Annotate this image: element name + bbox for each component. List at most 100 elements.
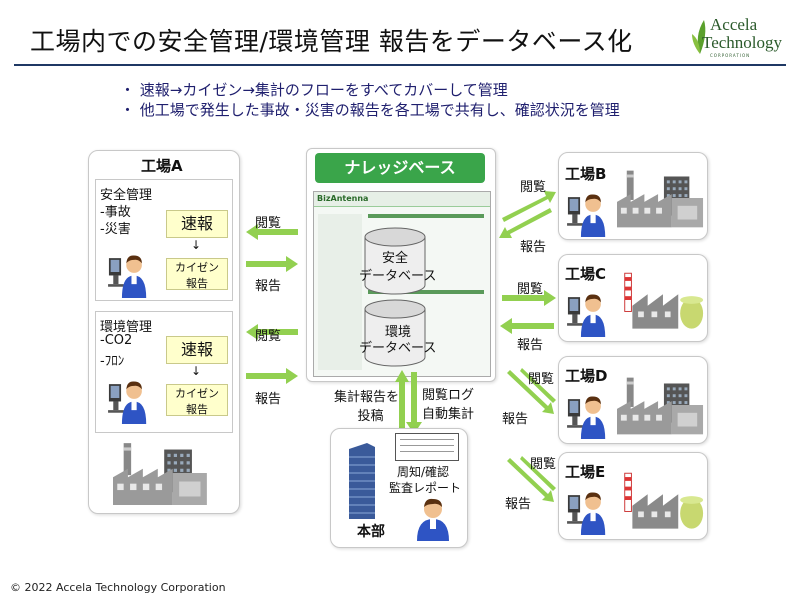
- arrow-left-2: [246, 324, 298, 340]
- app-green-bar-2: [368, 290, 484, 294]
- d-browse-label: 閲覧: [528, 372, 555, 387]
- post-label-line1: 集計報告を: [334, 390, 400, 405]
- arrow-up: [395, 370, 409, 434]
- env-down-arrow: ↓: [191, 364, 202, 378]
- env-item-co2: -CO2: [100, 333, 133, 348]
- knowledge-base-panel: ナレッジベース BizAntenna 安全 データベース 環境 データベース: [306, 148, 496, 382]
- c-browse-label: 閲覧: [517, 282, 544, 297]
- bullet-1: ・ 速報→カイゼン→集計のフローをすべてカバーして管理: [120, 81, 508, 99]
- e-browse-label: 閲覧: [530, 457, 557, 472]
- hq-panel: 周知/確認 監査レポート 本部: [330, 428, 468, 548]
- factory-a-name: 工場A: [141, 157, 183, 175]
- arrow-to-d: [507, 370, 554, 414]
- e-report-label: 報告: [505, 497, 532, 512]
- hq-person-icon: [417, 498, 449, 541]
- factory-b-panel: 工場B: [558, 152, 708, 240]
- app-sidebar: [318, 214, 362, 370]
- hq-name: 本部: [357, 524, 385, 540]
- d-report-label: 報告: [502, 412, 529, 427]
- logo-line2: Technology: [702, 33, 783, 52]
- safety-kaizen-box: カイゼン 報告: [166, 258, 228, 290]
- env-db-line2: データベース: [359, 341, 437, 356]
- safety-db-label: 安全: [375, 247, 415, 266]
- building-icon: [349, 443, 375, 519]
- env-db-line1: 環境: [385, 325, 412, 340]
- safety-heading: 安全管理: [100, 188, 153, 203]
- doc-label-line1: 周知/確認: [397, 465, 450, 479]
- factory-c-name: 工場C: [565, 265, 607, 283]
- factory-d-panel: 工場D: [558, 356, 708, 444]
- bullet-2: ・ 他工場で発生した事故・災害の報告を各工場で共有し、確認状況を管理: [120, 101, 620, 119]
- arrow-from-d: [520, 368, 556, 403]
- app-green-bar-1: [368, 214, 484, 218]
- factory-e-name: 工場E: [565, 463, 606, 481]
- b-browse-label: 閲覧: [520, 180, 547, 195]
- hq-arrows: [395, 370, 422, 434]
- log-label-line1: 閲覧ログ: [422, 388, 475, 403]
- arrow-to-e: [507, 458, 554, 502]
- factory-e-person-icon: [565, 483, 609, 535]
- safety-kaizen-line1: カイゼン: [175, 261, 219, 274]
- factory-d-icon: [617, 373, 705, 437]
- safety-db-line1: 安全: [381, 251, 408, 266]
- arrow-from-e: [520, 456, 556, 491]
- arrow-down: [406, 372, 422, 434]
- post-label: 集計報告を 投稿: [334, 386, 399, 424]
- report-document-icon: [395, 433, 459, 461]
- leaf-icon: [692, 20, 706, 54]
- arrow-from-b: [499, 208, 552, 238]
- b-report-label: 報告: [520, 240, 547, 255]
- company-logo: Accela Technology CORPORATION: [688, 14, 788, 60]
- env-sokuho-box: 速報: [166, 336, 228, 364]
- log-label: 閲覧ログ 自動集計: [422, 384, 474, 422]
- factory-e-panel: 工場E: [558, 452, 708, 540]
- safety-down-arrow: ↓: [191, 238, 202, 252]
- copyright: © 2022 Accela Technology Corporation: [10, 581, 226, 594]
- env-heading: 環境管理: [100, 320, 153, 335]
- safety-kaizen-line2: 報告: [186, 277, 208, 290]
- safety-person-icon: [106, 246, 150, 298]
- c-report-label: 報告: [517, 338, 544, 353]
- factory-b-person-icon: [565, 185, 609, 237]
- factory-c-person-icon: [565, 285, 609, 337]
- env-person-icon: [106, 372, 150, 424]
- env-kaizen-line2: 報告: [186, 403, 208, 416]
- a-browse-label-2: 閲覧: [255, 329, 282, 344]
- arrow-to-b: [502, 191, 556, 222]
- arrow-right-2: [246, 368, 298, 384]
- safety-db-line2: データベース: [359, 269, 437, 284]
- a-report-label-1: 報告: [255, 279, 282, 294]
- arrow-from-c: [500, 318, 554, 334]
- factory-a-panel: 工場A 安全管理 -事故 -災害 速報 ↓ カイゼン 報告 環境管理 -CO2 …: [88, 150, 240, 514]
- app-screenshot: BizAntenna: [313, 191, 491, 377]
- factory-c-panel: 工場C: [558, 254, 708, 342]
- safety-db-icon: [364, 227, 426, 295]
- a-report-label-2: 報告: [255, 392, 282, 407]
- env-db-icon: [364, 299, 426, 367]
- knowledge-base-title: ナレッジベース: [315, 153, 485, 183]
- env-kaizen-box: カイゼン 報告: [166, 384, 228, 416]
- arrow-left-1: [246, 224, 298, 240]
- factory-c-icon: [619, 267, 705, 333]
- env-item-freon: -ﾌﾛﾝ: [100, 354, 125, 369]
- env-section: 環境管理 -CO2 -ﾌﾛﾝ 速報 ↓ カイゼン 報告: [95, 311, 233, 433]
- page-title: 工場内での安全管理/環境管理 報告をデータベース化: [30, 27, 633, 56]
- logo-line1: Accela: [710, 15, 758, 34]
- app-header-bar: [314, 192, 490, 207]
- log-label-line2: 自動集計: [422, 407, 475, 422]
- factory-d-person-icon: [565, 387, 609, 439]
- safety-section: 安全管理 -事故 -災害 速報 ↓ カイゼン 報告: [95, 179, 233, 301]
- arrow-to-c: [502, 290, 556, 306]
- factory-b-icon: [617, 165, 705, 231]
- safety-sokuho-box: 速報: [166, 210, 228, 238]
- doc-label-line2: 監査レポート: [389, 481, 462, 495]
- arrow-right-1: [246, 256, 298, 272]
- safety-item-disaster: -災害: [100, 222, 131, 237]
- factory-d-name: 工場D: [565, 367, 608, 385]
- factory-a-arrows: [246, 224, 298, 384]
- right-arrows: [499, 191, 556, 502]
- env-kaizen-line1: カイゼン: [175, 387, 219, 400]
- factory-e-icon: [619, 467, 705, 533]
- safety-item-accident: -事故: [100, 205, 131, 220]
- factory-a-icon: [111, 441, 211, 505]
